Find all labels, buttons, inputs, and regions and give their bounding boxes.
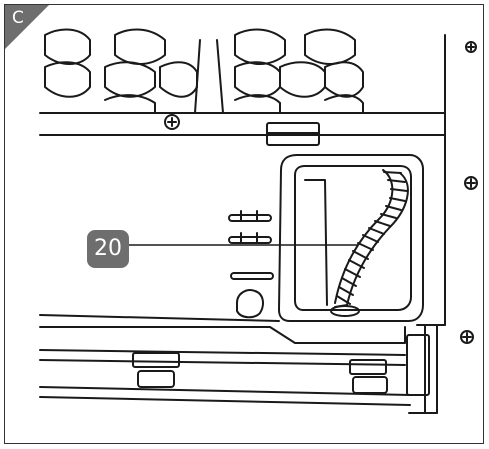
side-panel	[408, 34, 446, 414]
pump-housing	[278, 154, 424, 322]
base-tray	[39, 314, 430, 406]
figure-frame: C 20	[4, 4, 484, 444]
side-clips	[228, 210, 274, 319]
part-callout-badge: 20	[87, 230, 129, 268]
appliance-line-drawing	[39, 28, 478, 414]
step-corner-tag	[5, 5, 49, 49]
mesh-grid	[44, 28, 364, 114]
drain-hose	[330, 169, 409, 317]
screw-icons	[164, 41, 478, 344]
upper-rail	[39, 112, 446, 146]
step-label: C	[12, 8, 24, 28]
